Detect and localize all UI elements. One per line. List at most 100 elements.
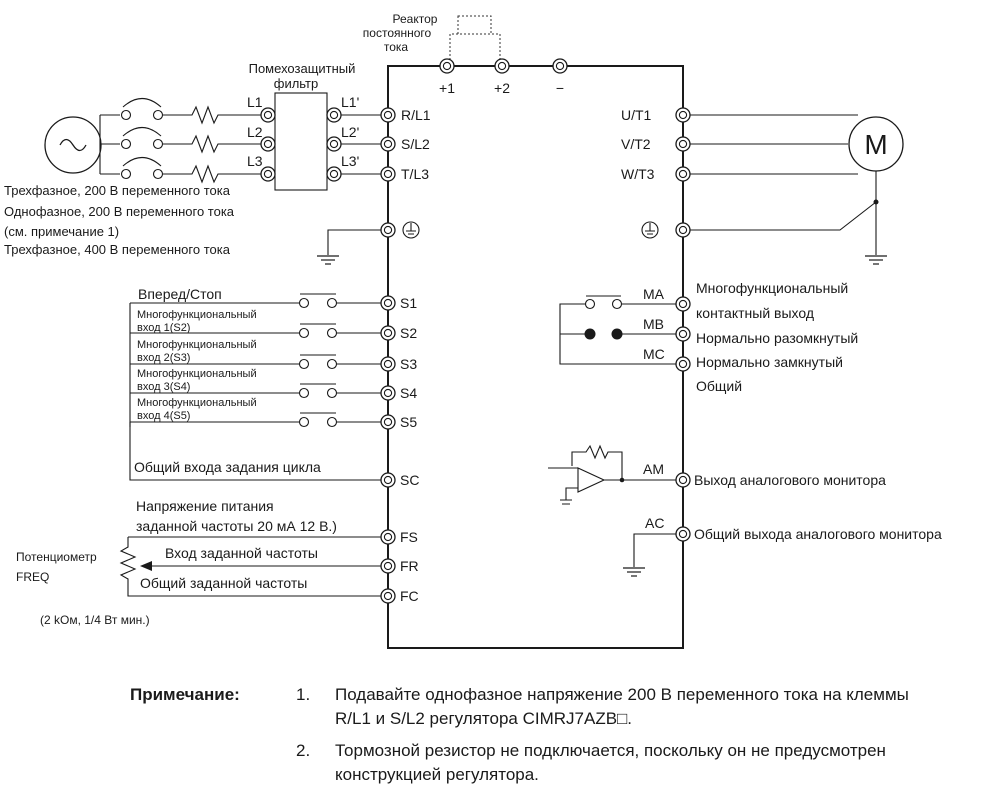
ground-left-icon bbox=[316, 255, 340, 265]
relay-label-4: Нормально замкнутый bbox=[696, 354, 843, 370]
s5-terminal-label: S5 bbox=[400, 414, 417, 430]
relay-label-1: Многофункциональный bbox=[696, 280, 848, 296]
terminal-vt2 bbox=[675, 136, 691, 152]
s2-label-2: вход 1(S2) bbox=[137, 322, 190, 334]
l2-label: L2 bbox=[247, 124, 263, 140]
reactor-label-3: тока bbox=[384, 40, 409, 54]
plus1-label: +1 bbox=[439, 80, 455, 96]
terminal-l3p bbox=[326, 166, 342, 182]
note-text-1-line1: Подавайте однофазное напряжение 200 В пе… bbox=[335, 685, 909, 704]
supply-text-1: Трехфазное, 200 В переменного тока bbox=[4, 183, 231, 198]
dc-reactor: Реактор постоянного тока bbox=[363, 12, 501, 60]
inverter-box bbox=[387, 65, 684, 649]
terminal-l2p bbox=[326, 136, 342, 152]
terminal-s5 bbox=[380, 414, 396, 430]
notes-heading: Примечание: bbox=[130, 685, 240, 704]
fr-label: Вход заданной частоты bbox=[165, 545, 318, 561]
l1p-label: L1' bbox=[341, 94, 359, 110]
terminal-sc bbox=[380, 472, 396, 488]
terminal-ma bbox=[675, 296, 691, 312]
terminal-ground-right bbox=[675, 222, 691, 238]
potentiometer-icon bbox=[119, 536, 381, 597]
s2-terminal-label: S2 bbox=[400, 325, 417, 341]
terminal-ground-left bbox=[380, 222, 396, 238]
wt3-label: W/T3 bbox=[621, 166, 655, 182]
sc-label: Общий входа задания цикла bbox=[134, 459, 321, 475]
s4-terminal-label: S4 bbox=[400, 385, 417, 401]
s2-label-1: Многофункциональный bbox=[137, 309, 257, 321]
opamp-icon bbox=[548, 444, 676, 505]
l1-label: L1 bbox=[247, 94, 263, 110]
reactor-label-1: Реактор bbox=[393, 12, 438, 26]
s4-label-1: Многофункциональный bbox=[137, 368, 257, 380]
note-number-2: 2. bbox=[296, 741, 311, 760]
ground-symbol-icon bbox=[402, 221, 420, 239]
terminal-s1 bbox=[380, 295, 396, 311]
tl3-label: T/L3 bbox=[401, 166, 429, 182]
terminal-mb bbox=[675, 326, 691, 342]
supply-text-3: (см. примечание 1) bbox=[4, 224, 119, 239]
pot-label-2: FREQ bbox=[16, 570, 49, 584]
fs-terminal-label: FS bbox=[400, 529, 418, 545]
am-label: AM bbox=[643, 461, 664, 477]
plus2-label: +2 bbox=[494, 80, 510, 96]
wiring-diagram: Реактор постоянного тока +1 +2 − Помехоз… bbox=[4, 12, 942, 649]
terminal-minus bbox=[552, 58, 568, 74]
ground-ac-icon bbox=[622, 567, 646, 577]
terminal-fc bbox=[380, 588, 396, 604]
terminal-s3 bbox=[380, 356, 396, 372]
note-number-1: 1. bbox=[296, 685, 311, 704]
terminal-l2 bbox=[260, 136, 276, 152]
s5-label-2: вход 4(S5) bbox=[137, 410, 190, 422]
terminal-wt3 bbox=[675, 166, 691, 182]
l3p-label: L3' bbox=[341, 153, 359, 169]
note-text-1: Подавайте однофазное напряжение 200 В пе… bbox=[335, 683, 1000, 731]
relay-contacts bbox=[559, 295, 676, 365]
ma-label: MA bbox=[643, 286, 665, 302]
fc-terminal-label: FC bbox=[400, 588, 419, 604]
terminal-l1 bbox=[260, 107, 276, 123]
pot-spec: (2 kОм, 1/4 Вт мин.) bbox=[40, 613, 150, 627]
s3-terminal-label: S3 bbox=[400, 356, 417, 372]
terminal-l1p bbox=[326, 107, 342, 123]
supply-text-2: Однофазное, 200 В переменного тока bbox=[4, 204, 235, 219]
terminal-am bbox=[675, 472, 691, 488]
pot-label-1: Потенциометр bbox=[16, 550, 97, 564]
fs-label-1: Напряжение питания bbox=[136, 498, 274, 514]
motor-icon: M bbox=[848, 116, 904, 172]
relay-label-3: Нормально разомкнутый bbox=[696, 330, 858, 346]
rl1-label: R/L1 bbox=[401, 107, 431, 123]
terminal-fs bbox=[380, 529, 396, 545]
fs-label-2: заданной частоты 20 мА 12 В.) bbox=[136, 518, 337, 534]
terminal-fr bbox=[380, 558, 396, 574]
terminal-ut1 bbox=[675, 107, 691, 123]
terminal-sl2 bbox=[380, 136, 396, 152]
terminal-s4 bbox=[380, 385, 396, 401]
terminal-s2 bbox=[380, 325, 396, 341]
terminal-plus1 bbox=[439, 58, 455, 74]
fc-label: Общий заданной частоты bbox=[140, 575, 307, 591]
ground-symbol-right-icon bbox=[641, 221, 659, 239]
s3-label-2: вход 2(S3) bbox=[137, 352, 190, 364]
terminal-ac bbox=[675, 526, 691, 542]
fr-terminal-label: FR bbox=[400, 558, 419, 574]
vt2-label: V/T2 bbox=[621, 136, 651, 152]
terminal-rl1 bbox=[380, 107, 396, 123]
ut1-label: U/T1 bbox=[621, 107, 652, 123]
s1-terminal-label: S1 bbox=[400, 295, 417, 311]
s1-label: Вперед/Стоп bbox=[138, 286, 222, 302]
digital-inputs bbox=[129, 302, 381, 481]
s5-label-1: Многофункциональный bbox=[137, 397, 257, 409]
sl2-label: S/L2 bbox=[401, 136, 430, 152]
s4-label-2: вход 3(S4) bbox=[137, 381, 190, 393]
s3-label-1: Многофункциональный bbox=[137, 339, 257, 351]
note-text-2-line1: Тормозной резистор не подключается, поск… bbox=[335, 741, 886, 760]
mc-label: MC bbox=[643, 346, 665, 362]
terminal-tl3 bbox=[380, 166, 396, 182]
minus-label: − bbox=[556, 80, 564, 96]
terminal-mc bbox=[675, 356, 691, 372]
ac-source-icon bbox=[44, 114, 120, 175]
relay-label-5: Общий bbox=[696, 378, 742, 394]
filter-label-2: фильтр bbox=[274, 76, 318, 91]
terminal-l3 bbox=[260, 166, 276, 182]
